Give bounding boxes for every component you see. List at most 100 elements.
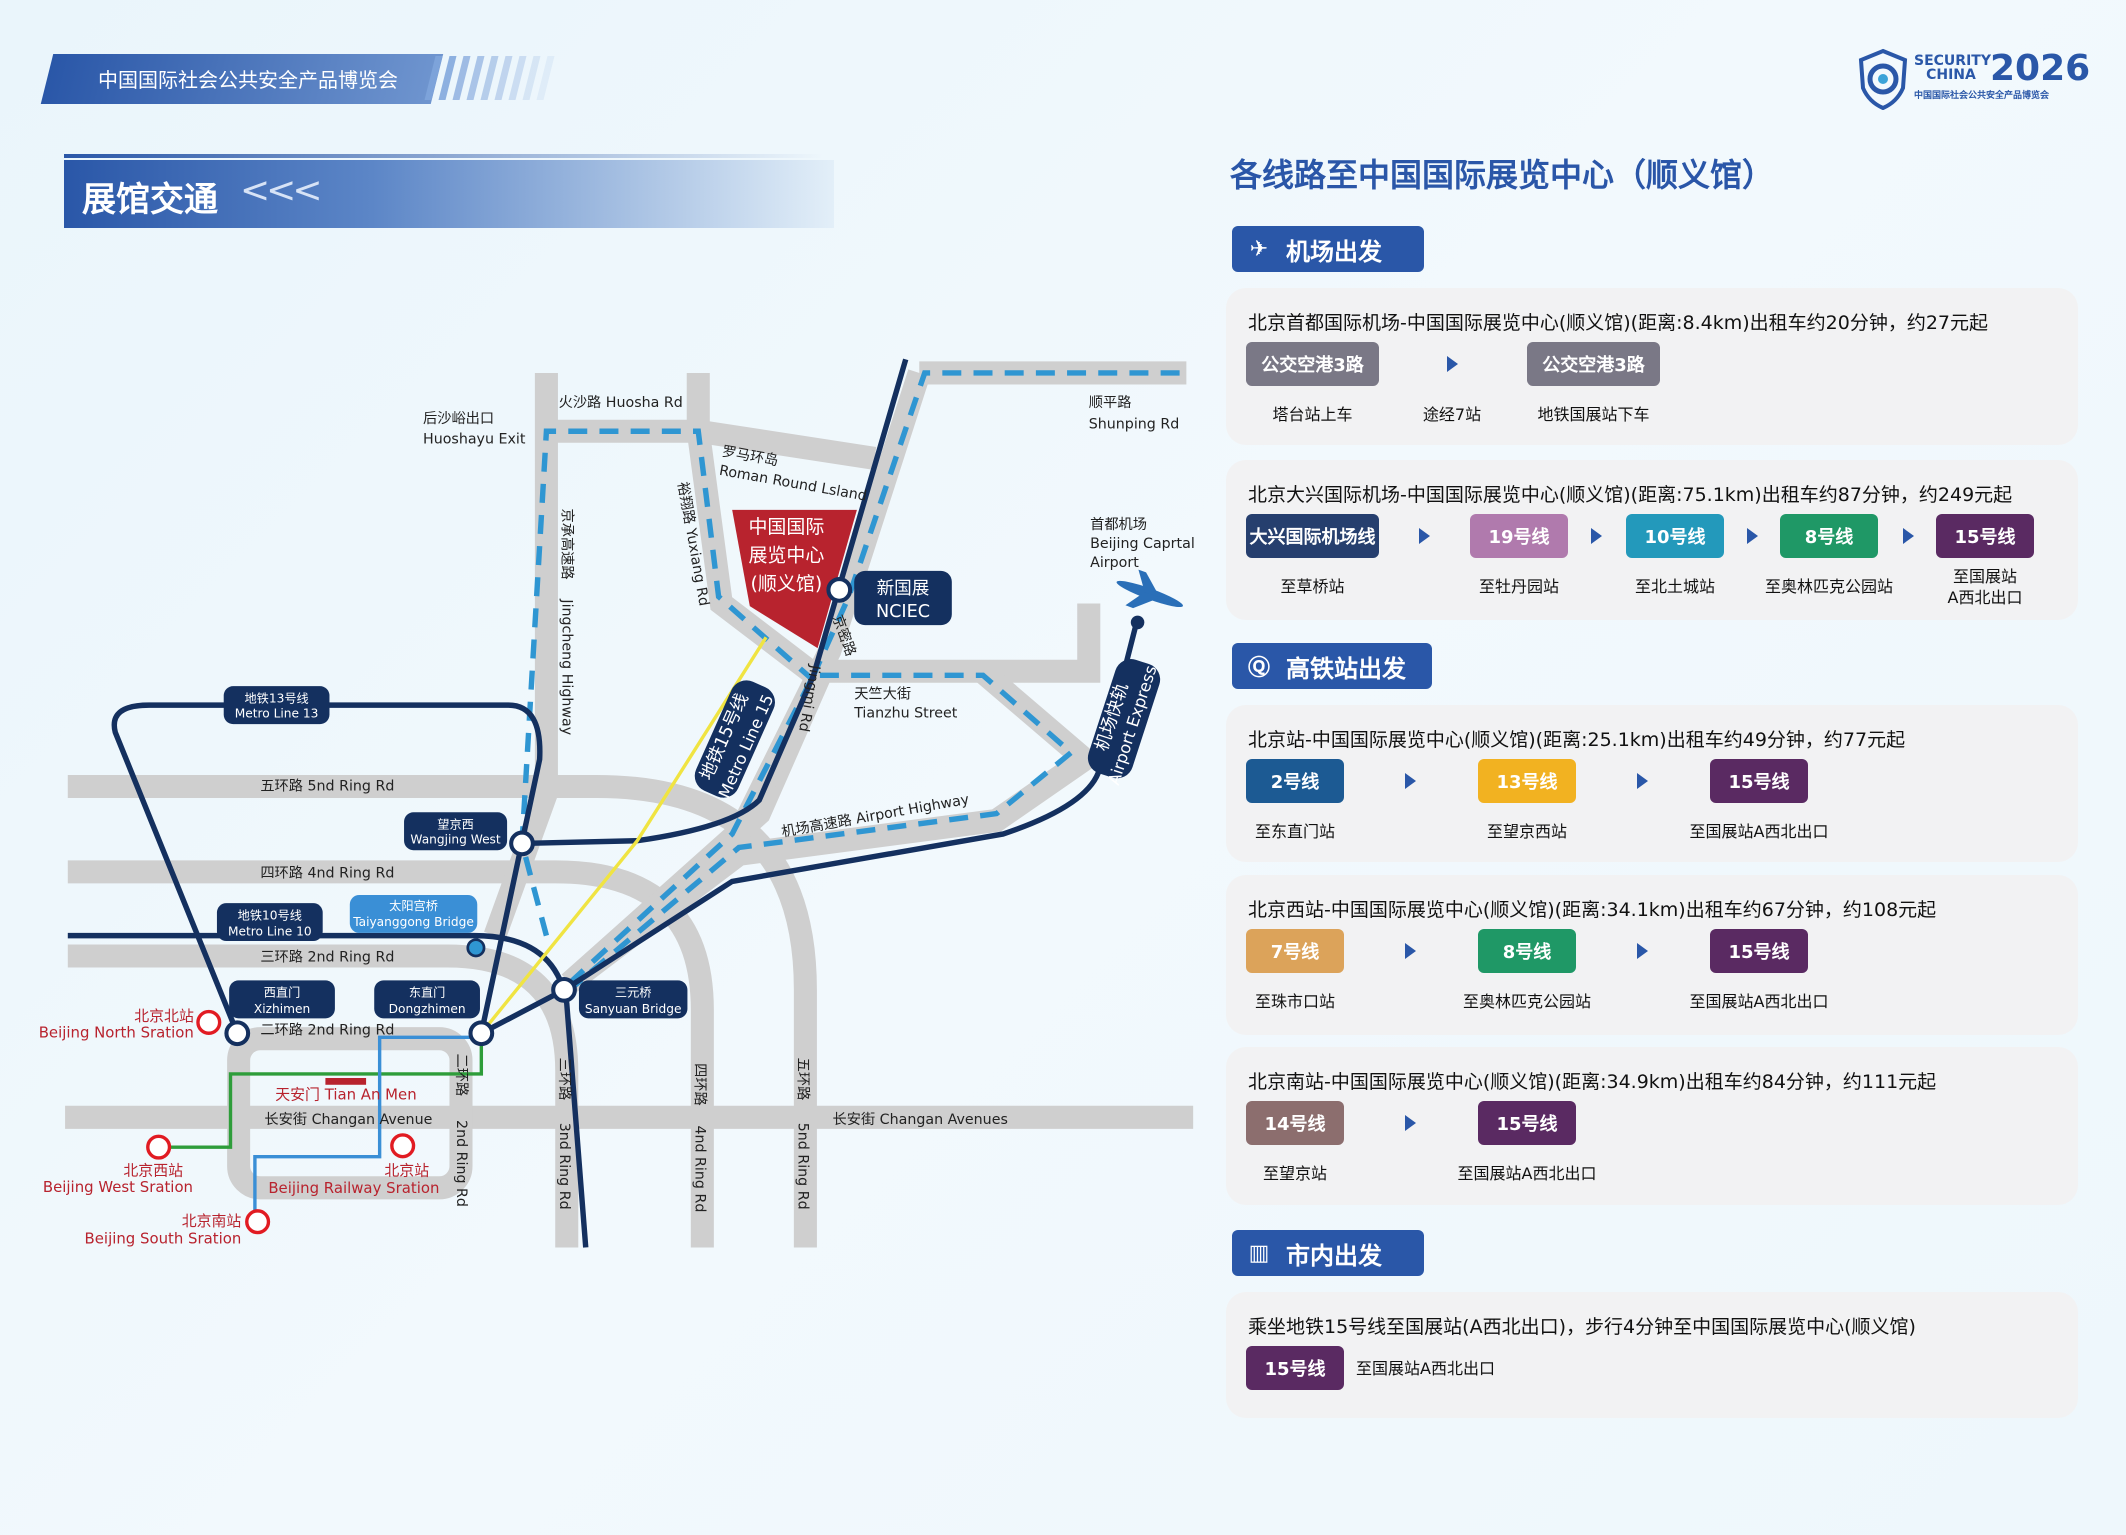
road-2nd-ring (227, 1027, 473, 1200)
airport-express (480, 623, 1139, 1036)
label-v4: 四环路 (692, 1063, 709, 1106)
label-shunping-en: Shunping Rd (1089, 417, 1180, 433)
line-badge: 大兴国际机场线 (1246, 514, 1379, 558)
label-v5: 五环路 (795, 1058, 812, 1101)
line-badge: 14号线 (1246, 1101, 1344, 1145)
security-china-logo (1855, 48, 2085, 111)
line-badge: 15号线 (1710, 759, 1808, 803)
airplane-icon (1116, 569, 1183, 609)
bj-west-label: 北京西站 (123, 1162, 183, 1180)
metro13-label: 地铁13号线 (244, 691, 308, 705)
metro-line-blue (253, 1035, 482, 1228)
metro-lines (67, 358, 1139, 1248)
logo-line2: CHINA (1926, 67, 1976, 83)
station-icon (466, 938, 486, 958)
taiyanggong-label: 太阳宫桥 (389, 898, 438, 913)
step-label: 至北土城站 (1634, 577, 1715, 596)
label-airport-en2: Airport (1090, 555, 1139, 571)
road-5th-ring (67, 774, 817, 1248)
metro-line-green (158, 1033, 484, 1149)
label-jingcheng-en: Jingcheng Highway (559, 598, 575, 735)
label-boxes (216, 570, 1161, 1019)
route-card: 乘坐地铁15号线至国展站(A西北出口)，步行4分钟至中国国际展览中心(顺义馆) 1… (1226, 1292, 2078, 1418)
stations (224, 577, 1145, 1047)
building-icon: ▥ (1248, 1240, 1270, 1266)
label-ring4: 四环路 4nd Ring Rd (260, 864, 394, 881)
dongzhimen-label-en: Dongzhimen (389, 1002, 466, 1016)
railway-station-icons (146, 1009, 416, 1235)
expo-name: 中国国际社会公共安全产品博览会 (98, 68, 398, 92)
step-label: 至奥林匹克公园站 (1764, 577, 1893, 596)
road-3rd-ring (67, 944, 579, 1248)
arrow-right-icon (1903, 528, 1914, 544)
nciec-label: 新国展 (877, 579, 930, 599)
step-label: 至国展站A西北出口 (1356, 1359, 1495, 1378)
route-card: 北京西站-中国国际展览中心(顺义馆)(距离:34.1km)出租车约67分钟，约1… (1226, 875, 2078, 1035)
bj-station-label-en: Beijing Railway Sration (268, 1179, 439, 1197)
venue-area (732, 509, 857, 649)
metro10-label: 地铁10号线 (238, 908, 302, 922)
tiananmen-label: 天安门 Tian An Men (275, 1086, 416, 1104)
route-card: 北京首都国际机场-中国国际展览中心(顺义馆)(距离:8.4km)出租车约20分钟… (1226, 288, 2078, 445)
shield-logo-icon (1858, 48, 1908, 111)
route-title: 北京首都国际机场-中国国际展览中心(顺义馆)(距离:8.4km)出租车约20分钟… (1248, 312, 1988, 334)
route-title: 乘坐地铁15号线至国展站(A西北出口)，步行4分钟至中国国际展览中心(顺义馆) (1248, 1316, 1916, 1338)
station-icon (551, 976, 577, 1003)
label-changan-east: 长安街 Changan Avenues (833, 1111, 1008, 1128)
route-card: 北京南站-中国国际展览中心(顺义馆)(距离:34.9km)出租车约84分钟，约1… (1226, 1047, 2078, 1205)
section-title-bar (64, 160, 834, 228)
arrow-right-icon (1637, 773, 1648, 789)
label-v4-en: 4nd Ring Rd (692, 1125, 708, 1212)
route-title: 北京西站-中国国际展览中心(顺义馆)(距离:34.1km)出租车约67分钟，约1… (1248, 899, 1937, 921)
route-title: 北京大兴国际机场-中国国际展览中心(顺义馆)(距离:75.1km)出租车约87分… (1248, 484, 2013, 506)
label-changan: 长安街 Changan Avenue (264, 1111, 432, 1128)
label-tianzhu-en: Tianzhu Street (853, 705, 958, 721)
section-header: ✈机场出发 (1232, 226, 1424, 272)
divider (64, 154, 824, 158)
tiananmen-icon (325, 1077, 367, 1085)
logo-line1: SECURITY (1914, 53, 1991, 69)
line-badge: 7号线 (1246, 929, 1344, 973)
label-ring3: 三环路 2nd Ring Rd (260, 948, 394, 965)
line-badge: 2号线 (1246, 759, 1344, 803)
step-label: 至牡丹园站 (1478, 577, 1559, 596)
railway-station-icon (245, 1209, 271, 1235)
step-label: 至东直门站 (1254, 822, 1335, 841)
arrow-right-icon (1405, 943, 1416, 959)
step-label: 至国展站A西北出口 (1689, 992, 1829, 1011)
label-huoshayu: 后沙峪出口 (423, 410, 494, 427)
arrow-right-icon (1591, 528, 1602, 544)
step-label: 至望京站 (1262, 1164, 1327, 1183)
venue-label: (顺义馆) (751, 573, 823, 595)
metro-line-yellow (480, 636, 768, 1035)
bj-north-label-en: Beijing North Sration (39, 1023, 194, 1041)
step-label: 至草桥站 (1280, 577, 1345, 596)
line-badge: 15号线 (1246, 1346, 1344, 1390)
step-label: 地铁国展站下车 (1537, 405, 1650, 424)
route-title: 北京站-中国国际展览中心(顺义馆)(距离:25.1km)出租车约49分钟，约77… (1248, 729, 1906, 751)
station-icon (509, 830, 535, 857)
bj-west-label-en: Beijing West Sration (43, 1178, 193, 1196)
station-icon (468, 1020, 495, 1047)
line-badge: 8号线 (1478, 929, 1576, 973)
station-icon (224, 1020, 251, 1047)
bj-north-label: 北京北站 (134, 1007, 194, 1025)
label-roman-en: Roman Round Lsland (718, 463, 868, 505)
route-title: 北京南站-中国国际展览中心(顺义馆)(距离:34.9km)出租车约84分钟，约1… (1248, 1071, 1937, 1093)
line-badge: 15号线 (1710, 929, 1808, 973)
metro10-label-en: Metro Line 10 (228, 925, 312, 939)
roads (65, 361, 1194, 1248)
xizhimen-label-en: Xizhimen (254, 1002, 310, 1016)
label-huosha: 火沙路 Huosha Rd (559, 394, 683, 411)
route-card: 北京站-中国国际展览中心(顺义馆)(距离:25.1km)出租车约49分钟，约77… (1226, 705, 2078, 862)
road-airport-hwy (562, 662, 1104, 993)
logo-year: 2026 (1990, 48, 2091, 89)
metro-13 (111, 702, 543, 1035)
step-label: 至国展站A西北出口 (1689, 822, 1829, 841)
line-badge: 公交空港3路 (1527, 342, 1660, 386)
arrow-right-icon (1447, 356, 1458, 372)
station-icon (826, 577, 853, 603)
